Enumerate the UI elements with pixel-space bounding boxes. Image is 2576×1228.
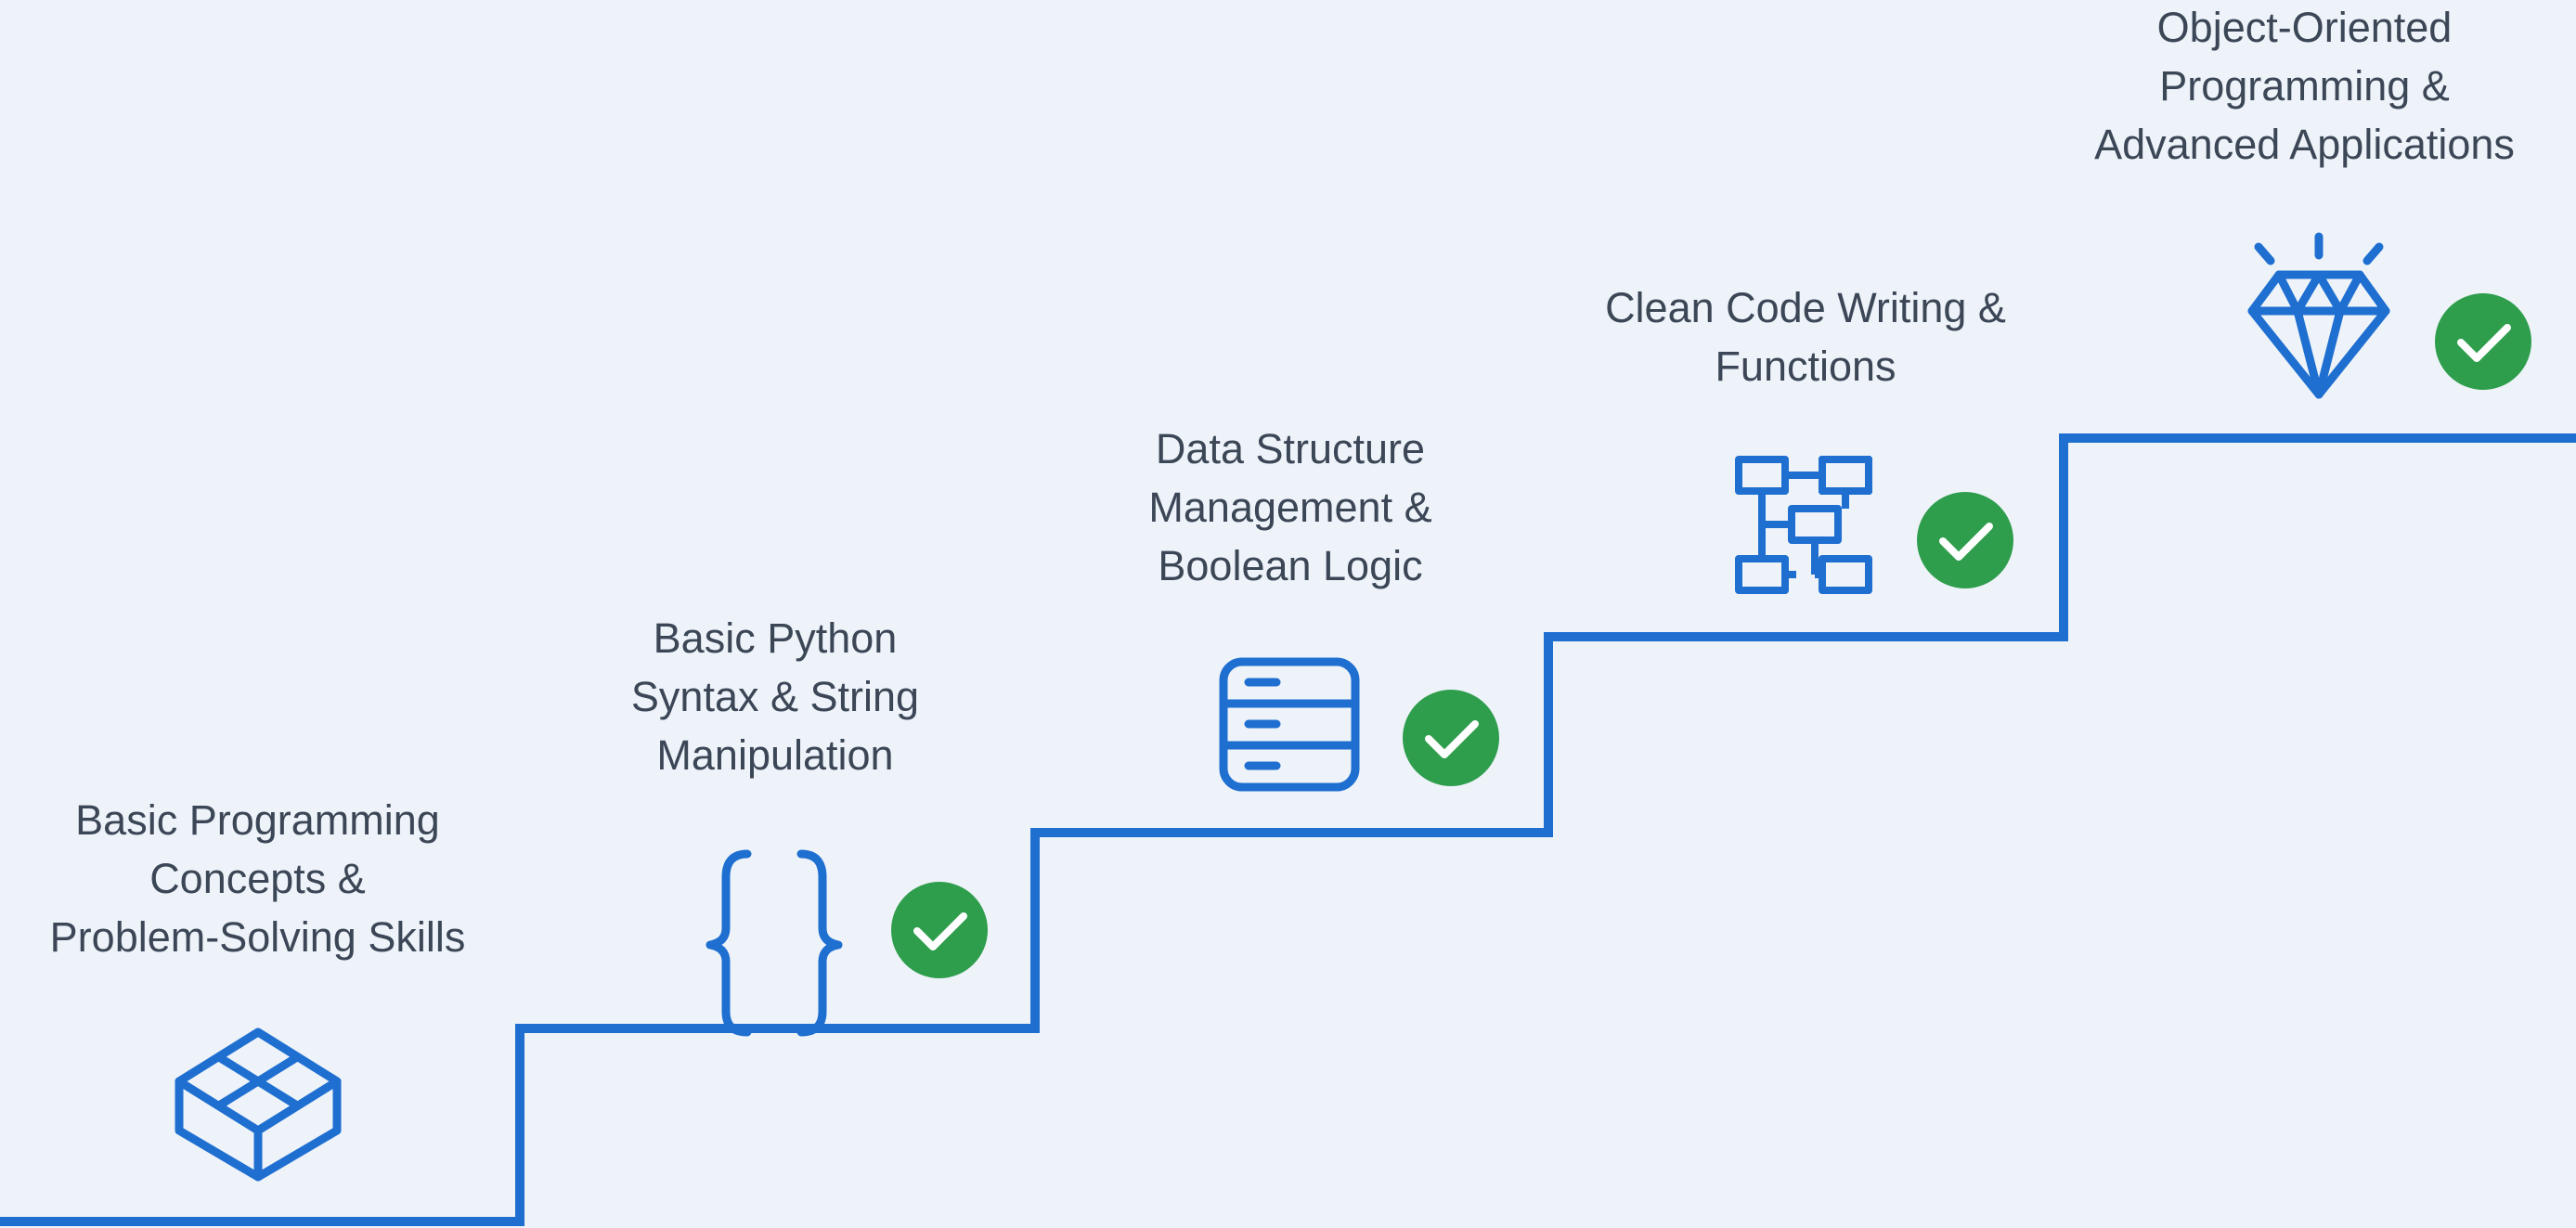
step-label-line: Basic Python	[653, 614, 898, 662]
step-label-line: Advanced Applications	[2094, 121, 2515, 168]
staircase-line	[0, 433, 2576, 1226]
flowchart-icon	[1735, 456, 1872, 594]
cube-icon	[175, 1028, 342, 1182]
step-label-line: Data Structure	[1155, 425, 1426, 472]
check-badge-icon-step5	[2435, 293, 2531, 390]
check-badge-icon-step2	[891, 882, 988, 978]
check-badge-icon-step4	[1917, 492, 2013, 588]
step-label-line: Programming &	[2159, 62, 2450, 110]
step-label-line: Boolean Logic	[1158, 542, 1423, 589]
step-label-line: Syntax & String	[630, 673, 920, 720]
step-label-line: Management &	[1148, 484, 1432, 531]
step-label-data-structures: Data Structure Management & Boolean Logi…	[1058, 420, 1522, 595]
step-label-line: Problem-Solving Skills	[49, 913, 466, 961]
step-label-clean-code: Clean Code Writing & Functions	[1532, 278, 2079, 395]
step-label-oop: Object-Oriented Programming & Advanced A…	[2033, 0, 2576, 174]
database-icon	[1219, 657, 1360, 792]
curly-braces-icon	[705, 849, 843, 1037]
diamond-icon	[2247, 232, 2390, 399]
step-label-line: Manipulation	[656, 731, 894, 779]
step-label-python-syntax: Basic Python Syntax & String Manipulatio…	[543, 609, 1007, 784]
step-label-basic-programming: Basic Programming Concepts & Problem-Sol…	[0, 791, 515, 966]
step-label-line: Basic Programming	[75, 796, 440, 844]
step-label-line: Concepts &	[149, 855, 366, 902]
step-label-line: Object-Oriented	[2156, 4, 2453, 51]
step-label-line: Functions	[1715, 343, 1896, 390]
check-badge-icon-step3	[1403, 690, 1499, 786]
step-label-line: Clean Code Writing &	[1605, 284, 2006, 331]
